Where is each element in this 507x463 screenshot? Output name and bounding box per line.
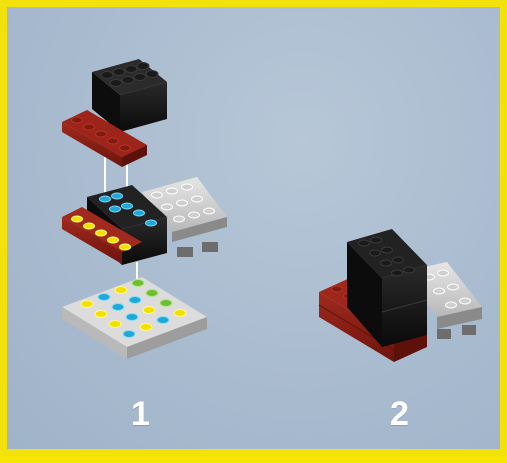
step-2-assembled-model-illustration xyxy=(7,7,507,463)
step-number-1: 1 xyxy=(131,395,150,434)
step-number-2: 2 xyxy=(390,395,409,434)
